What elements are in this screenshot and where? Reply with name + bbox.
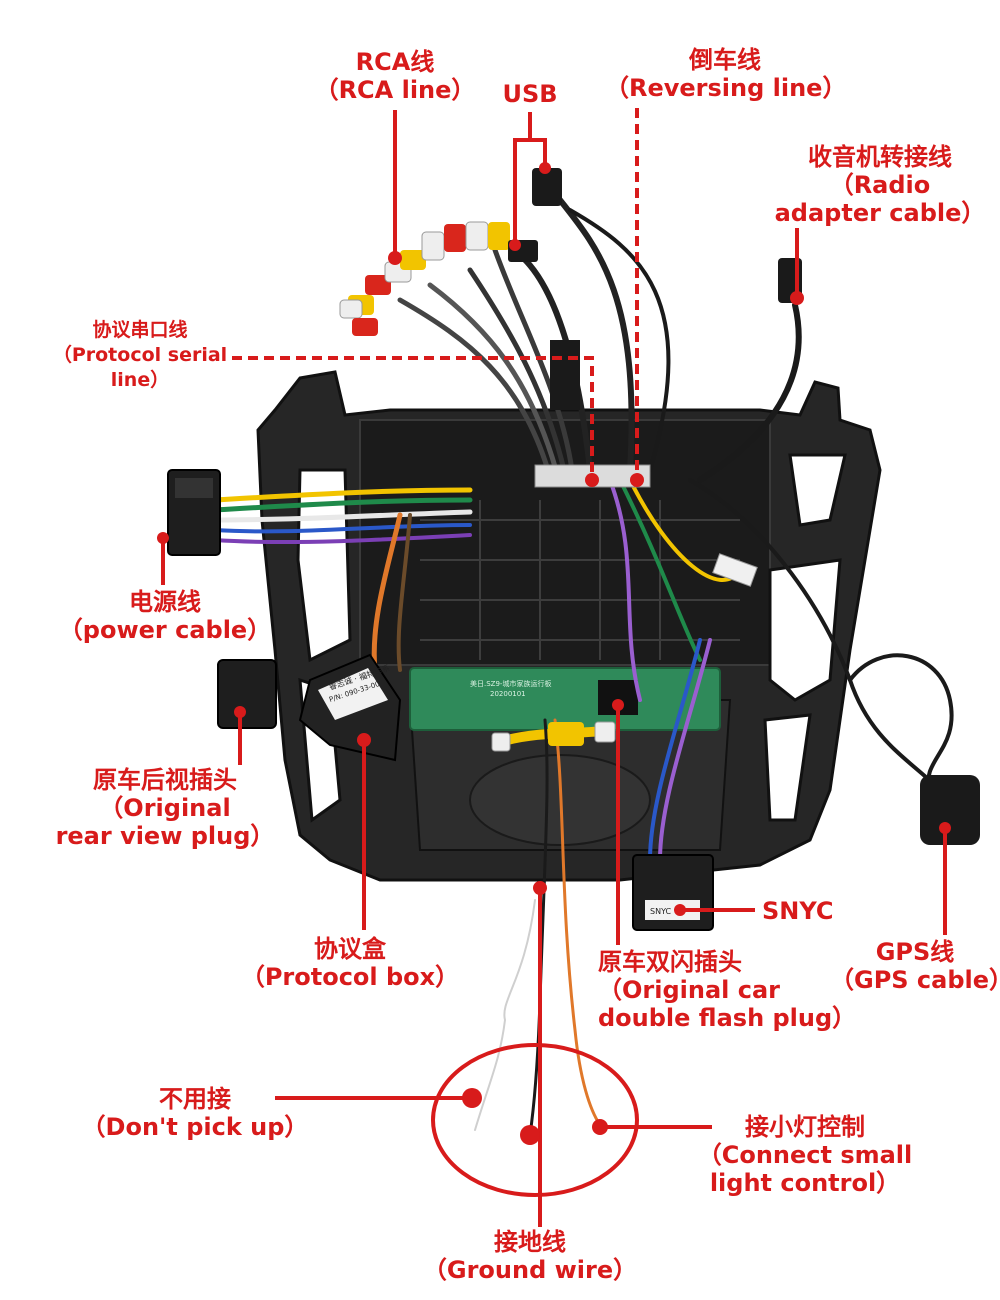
label-rear-view: 原车后视插头 （Original rear view plug） bbox=[50, 766, 280, 850]
label-gps: GPS线 （GPS cable） bbox=[830, 938, 1000, 994]
label-protocol-serial-en-1: （Protocol serial bbox=[52, 344, 228, 366]
label-ground: 接地线 （Ground wire） bbox=[420, 1228, 640, 1284]
label-double-flash-en-1: （Original car bbox=[598, 976, 780, 1004]
label-usb: USB bbox=[490, 80, 570, 108]
connectors: 睿志诚 · 福特车系 P/N: 090-33-00 bbox=[167, 168, 980, 931]
annotation-dots bbox=[157, 162, 951, 1145]
annotation-lines bbox=[161, 108, 947, 1227]
label-rca: RCA线 （RCA line） bbox=[300, 48, 490, 104]
label-protocol-serial-en-2: line） bbox=[110, 369, 170, 391]
snyc-box-text: SNYC bbox=[650, 907, 672, 916]
label-small-light-en-2: light control） bbox=[709, 1169, 901, 1197]
pcb-text-2: 20200101 bbox=[490, 690, 526, 698]
label-protocol-serial: 协议串口线 （Protocol serial line） bbox=[35, 318, 245, 393]
label-power-cn: 电源线 bbox=[129, 588, 201, 616]
label-double-flash: 原车双闪插头 （Original car double flash plug） bbox=[598, 948, 858, 1032]
label-dont-pick-up: 不用接 （Don't pick up） bbox=[80, 1085, 310, 1141]
label-small-light-cn: 接小灯控制 bbox=[745, 1113, 865, 1141]
label-double-flash-cn: 原车双闪插头 bbox=[598, 948, 742, 976]
label-radio: 收音机转接线 （Radio adapter cable） bbox=[765, 143, 995, 227]
label-rear-view-en-2: rear view plug） bbox=[55, 822, 275, 850]
label-radio-en-2: adapter cable） bbox=[774, 199, 986, 227]
label-dont-pick-up-cn: 不用接 bbox=[159, 1085, 231, 1113]
label-power-en: （power cable） bbox=[58, 616, 272, 644]
label-protocol-box-cn: 协议盒 bbox=[314, 935, 386, 963]
rca-plugs bbox=[339, 221, 510, 336]
label-power: 电源线 （power cable） bbox=[40, 588, 290, 644]
label-rear-view-en-1: （Original bbox=[99, 794, 231, 822]
label-gps-en: （GPS cable） bbox=[830, 966, 1000, 994]
label-radio-cn: 收音机转接线 bbox=[808, 143, 952, 171]
label-radio-en-1: （Radio bbox=[829, 171, 931, 199]
pcb-board: 美日.SZ9-城市家族运行板 20200101 bbox=[409, 667, 721, 731]
label-reversing-en: （Reversing line） bbox=[605, 74, 847, 102]
label-reversing-cn: 倒车线 bbox=[689, 46, 761, 74]
label-small-light: 接小灯控制 （Connect small light control） bbox=[690, 1113, 920, 1197]
label-ground-en: （Ground wire） bbox=[422, 1256, 638, 1284]
label-protocol-box: 协议盒 （Protocol box） bbox=[240, 935, 460, 991]
label-snyc: SNYC bbox=[762, 897, 852, 925]
label-protocol-box-en: （Protocol box） bbox=[240, 963, 460, 991]
label-protocol-serial-cn: 协议串口线 bbox=[92, 319, 188, 341]
label-ground-cn: 接地线 bbox=[494, 1228, 566, 1256]
label-rca-cn: RCA线 bbox=[355, 48, 435, 76]
label-snyc-text: SNYC bbox=[762, 897, 834, 925]
label-reversing: 倒车线 （Reversing line） bbox=[605, 46, 847, 102]
label-gps-cn: GPS线 bbox=[875, 938, 955, 966]
label-rca-en: （RCA line） bbox=[314, 76, 476, 104]
label-double-flash-en-2: double flash plug） bbox=[598, 1004, 857, 1032]
label-rear-view-cn: 原车后视插头 bbox=[93, 766, 237, 794]
label-dont-pick-up-en: （Don't pick up） bbox=[81, 1113, 309, 1141]
label-usb-text: USB bbox=[502, 80, 558, 108]
label-small-light-en-1: （Connect small bbox=[697, 1141, 913, 1169]
pcb-text-1: 美日.SZ9-城市家族运行板 bbox=[470, 679, 551, 688]
